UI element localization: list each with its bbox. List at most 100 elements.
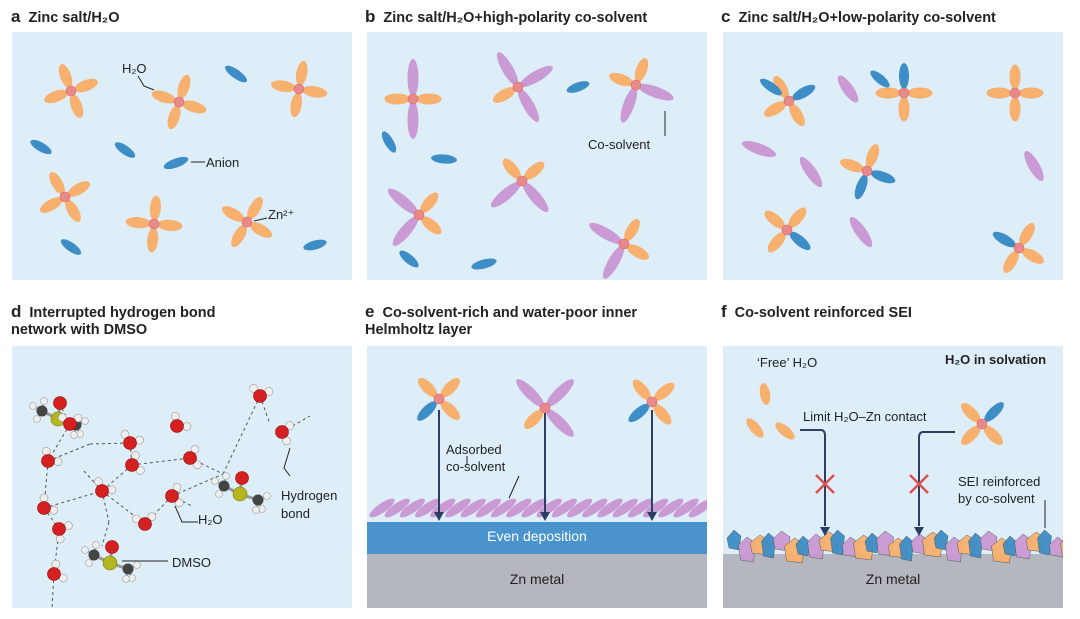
sei-particle bbox=[899, 535, 914, 562]
hydrogen-atom bbox=[190, 445, 200, 454]
water-molecule bbox=[624, 218, 640, 242]
panel-d bbox=[12, 346, 352, 608]
water-molecule bbox=[1003, 250, 1019, 274]
water-molecule bbox=[231, 224, 247, 248]
hydrogen-atom bbox=[133, 561, 141, 569]
water-molecule bbox=[177, 74, 191, 99]
oxygen-atom bbox=[253, 389, 267, 403]
panel-d-drawing bbox=[29, 384, 311, 608]
water-molecule bbox=[986, 87, 1012, 99]
sei-particle bbox=[933, 529, 949, 551]
sei-particle bbox=[1037, 529, 1052, 556]
hydrogen-bond-dashed-line bbox=[47, 443, 91, 462]
zinc-ion bbox=[516, 175, 528, 187]
anion-molecule bbox=[792, 84, 816, 101]
block-cross-mark bbox=[909, 474, 929, 494]
hydrogen-atom bbox=[249, 384, 258, 393]
cosolvent-molecule bbox=[620, 86, 638, 123]
adsorbed-cosolvent-molecule bbox=[658, 498, 684, 518]
adsorbed-cosolvent-molecule bbox=[688, 498, 707, 518]
limit-contact-label: Limit H₂O–Zn contact bbox=[803, 409, 927, 424]
deposition-arrow-head bbox=[647, 512, 657, 521]
zinc-ion bbox=[293, 83, 305, 95]
sei-particle bbox=[1060, 540, 1063, 559]
zinc-ion bbox=[898, 87, 910, 99]
hydrogen-atom bbox=[58, 413, 67, 422]
hydrogen-bond-dashed-line bbox=[281, 415, 311, 433]
oxygen-atom bbox=[52, 522, 66, 536]
label-leader-line bbox=[283, 447, 291, 477]
oxygen-atom bbox=[41, 454, 55, 468]
hydrogen-atom bbox=[147, 512, 157, 522]
water-molecule bbox=[270, 80, 296, 93]
adsorbed-cosolvent-molecule bbox=[506, 498, 532, 518]
panel-f bbox=[723, 346, 1063, 608]
even-deposition-layer bbox=[367, 522, 707, 554]
anion-molecule bbox=[899, 63, 909, 89]
hydrogen-atom bbox=[215, 490, 223, 498]
water-molecule bbox=[302, 85, 328, 98]
adsorbed-cosolvent-molecule bbox=[673, 498, 699, 518]
water-molecule bbox=[69, 94, 84, 118]
anion-molecule bbox=[471, 258, 497, 270]
even-deposition-label: Even deposition bbox=[487, 528, 587, 544]
zinc-ion bbox=[407, 93, 419, 105]
water-molecule bbox=[125, 217, 151, 229]
water-molecule bbox=[773, 75, 789, 99]
cosolvent-molecule bbox=[407, 59, 419, 97]
cosolvent-molecule bbox=[637, 83, 674, 101]
water-molecule bbox=[440, 400, 460, 420]
water-molecule bbox=[1009, 64, 1021, 90]
oxygen-atom bbox=[37, 501, 51, 515]
water-molecule bbox=[961, 425, 981, 445]
panel-a-drawing bbox=[30, 60, 328, 255]
free-water-molecule bbox=[759, 383, 771, 405]
water-molecule bbox=[898, 96, 910, 122]
hydrogen-bond-dashed-line bbox=[89, 442, 131, 445]
cosolvent-molecule bbox=[849, 216, 873, 248]
water-molecule bbox=[788, 207, 807, 228]
hydrogen-atom bbox=[55, 534, 65, 544]
water-molecule bbox=[1021, 248, 1045, 264]
sei-particle bbox=[830, 529, 845, 556]
water-molecule bbox=[961, 403, 981, 423]
h2o-in-solvation-label: H₂O in solvation bbox=[945, 352, 1047, 367]
zn-metal-layer bbox=[723, 554, 1063, 608]
water-molecule bbox=[420, 192, 439, 213]
oxygen-atom bbox=[170, 419, 184, 433]
zinc-ion bbox=[861, 165, 873, 177]
hydrogen-atom bbox=[132, 514, 141, 524]
water-molecule bbox=[157, 219, 183, 231]
water-molecule bbox=[416, 93, 442, 105]
water-molecule bbox=[524, 409, 544, 429]
hydrogen-bond-dashed-line bbox=[222, 395, 261, 475]
anion-molecule bbox=[399, 250, 419, 268]
hydrogen-bond-dashed-line bbox=[83, 470, 103, 492]
cosolvent-molecule bbox=[741, 140, 777, 158]
adsorbed-cosolvent-molecule bbox=[460, 498, 486, 518]
panel-e-adsorbed-label-2: co-solvent bbox=[446, 459, 506, 474]
hydrogen-atom bbox=[53, 457, 63, 466]
panel-a-anion-label: Anion bbox=[206, 155, 240, 170]
panel-a-h2o-label: H₂O bbox=[122, 61, 147, 76]
cosolvent-molecule bbox=[407, 101, 419, 139]
adsorbed-cosolvent-molecule bbox=[491, 498, 517, 518]
zinc-ion bbox=[241, 216, 253, 228]
water-molecule bbox=[767, 232, 786, 253]
water-molecule bbox=[247, 196, 263, 220]
adsorbed-cosolvent-molecule bbox=[551, 498, 577, 518]
hydrogen-atom bbox=[92, 541, 100, 549]
anion-molecule bbox=[431, 154, 457, 164]
oxygen-atom bbox=[47, 567, 61, 581]
oxygen-atom bbox=[63, 417, 77, 431]
hydrogen-atom bbox=[39, 493, 49, 503]
zinc-ion bbox=[781, 224, 793, 236]
contact-arrow-head bbox=[914, 527, 924, 536]
cosolvent-molecule bbox=[799, 156, 823, 188]
cosolvent-molecule bbox=[496, 52, 519, 86]
zinc-ion bbox=[618, 238, 630, 250]
anion-molecule bbox=[566, 81, 590, 93]
anion-molecule bbox=[984, 402, 1004, 422]
